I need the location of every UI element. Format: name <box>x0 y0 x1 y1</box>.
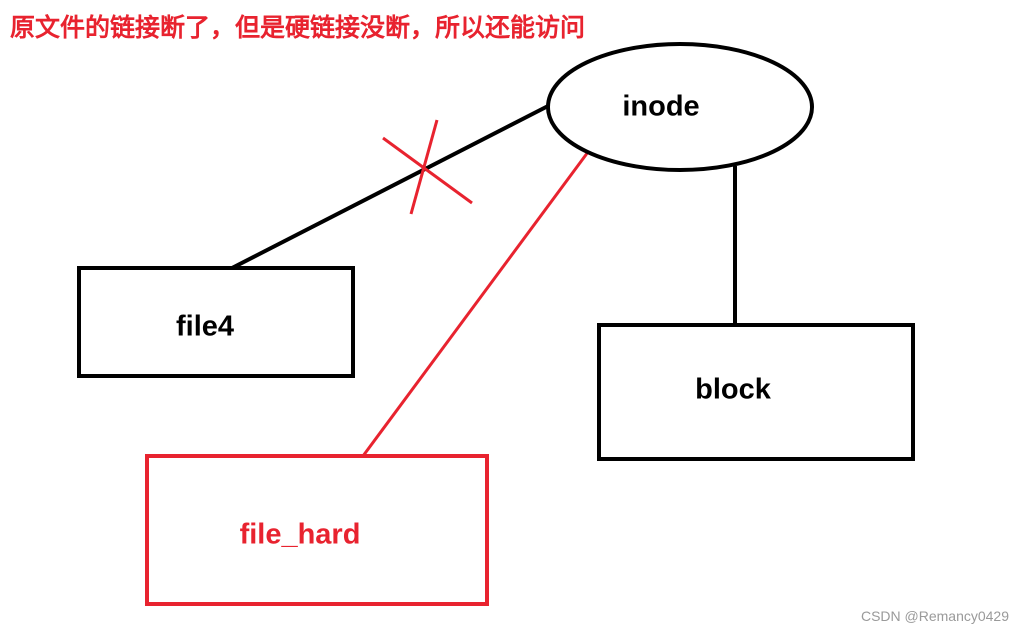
link-inode-file4 <box>231 103 551 270</box>
diagram-caption: 原文件的链接断了，但是硬链接没断，所以还能访问 <box>10 13 586 42</box>
watermark: CSDN @Remancy0429 <box>860 608 1009 624</box>
inode-ellipse <box>546 42 814 172</box>
file4-box <box>77 266 355 378</box>
inode-label: inode <box>622 90 700 123</box>
file-hard-box <box>145 454 489 606</box>
block-label: block <box>695 373 771 406</box>
file4-label: file4 <box>175 310 235 343</box>
broken-link-cross-mark <box>382 119 473 215</box>
file-hard-label: file_hard <box>239 518 361 551</box>
link-inode-file-hard <box>361 151 590 457</box>
block-box <box>597 323 915 461</box>
